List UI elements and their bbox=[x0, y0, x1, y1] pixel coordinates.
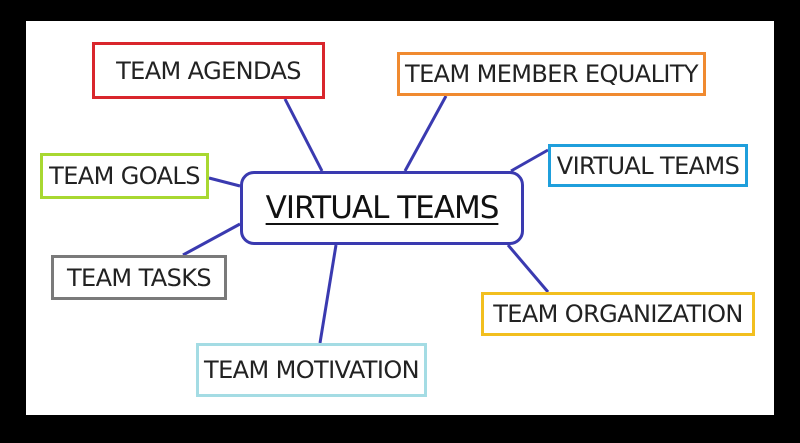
topic-virtual-teams: VIRTUAL TEAMS bbox=[548, 144, 748, 187]
connector-motivation bbox=[318, 244, 338, 344]
connector-goals bbox=[208, 176, 241, 188]
connector-member-equality bbox=[403, 95, 448, 172]
topic-team-tasks: TEAM TASKS bbox=[51, 255, 227, 300]
topic-team-member-equality: TEAM MEMBER EQUALITY bbox=[397, 52, 706, 96]
central-topic-virtual-teams: VIRTUAL TEAMS bbox=[240, 171, 524, 245]
topic-team-organization: TEAM ORGANIZATION bbox=[481, 292, 755, 336]
connector-tasks bbox=[182, 222, 241, 257]
connector-agendas bbox=[283, 98, 324, 172]
connector-virtual-teams bbox=[510, 148, 549, 173]
topic-team-agendas: TEAM AGENDAS bbox=[92, 42, 325, 99]
connector-organization bbox=[506, 244, 550, 293]
topic-team-motivation: TEAM MOTIVATION bbox=[196, 343, 427, 397]
topic-team-goals: TEAM GOALS bbox=[40, 153, 209, 199]
